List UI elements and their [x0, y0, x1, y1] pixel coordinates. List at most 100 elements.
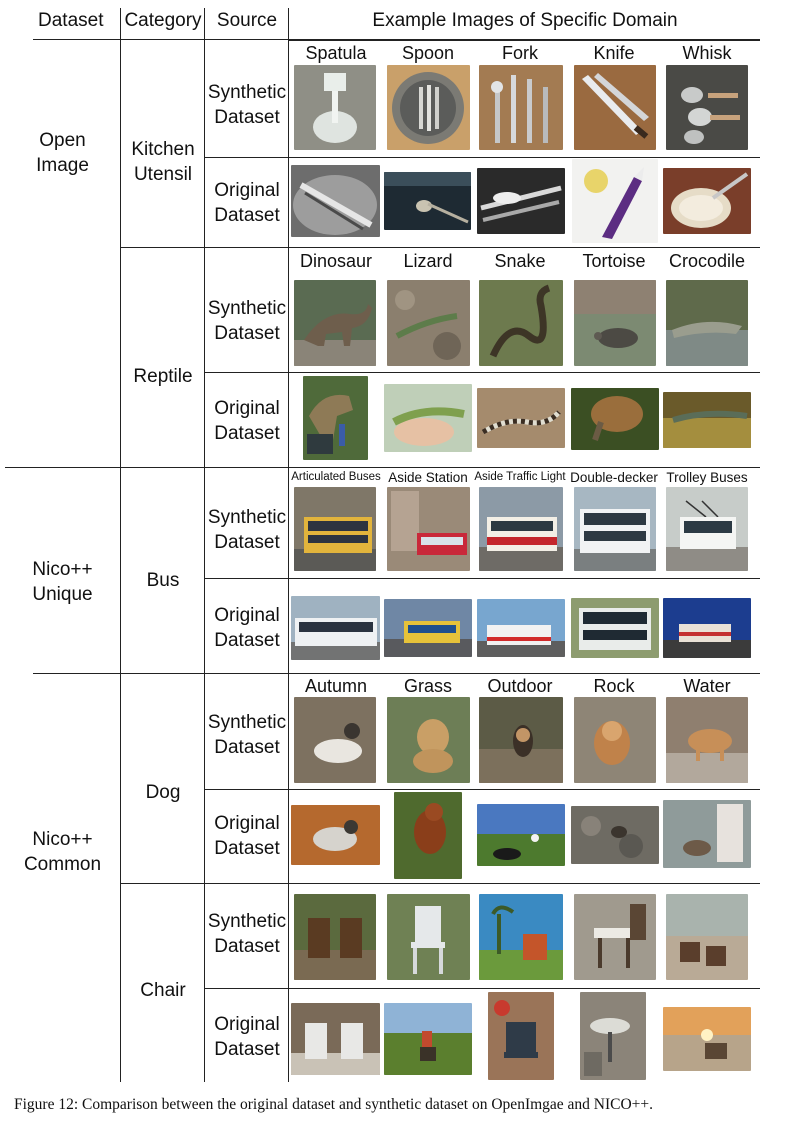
- example-image-snake-synthetic: [479, 280, 563, 366]
- domain-label: Dinosaur: [299, 251, 373, 271]
- domain-label: Water: [683, 676, 731, 696]
- example-image-trolley-buses-original: [663, 598, 751, 658]
- example-image-aside-traffic-light-original: [477, 599, 565, 657]
- example-image-lizard-synthetic: [387, 280, 470, 366]
- example-image-articulated-buses-synthetic: [294, 487, 376, 571]
- source-synthetic: Synthetic Dataset: [207, 298, 287, 344]
- example-image-crocodile-synthetic: [666, 280, 748, 366]
- example-image-tortoise-original: [571, 388, 659, 450]
- rule-kitchen-reptile: [121, 247, 760, 248]
- rule-dog-mid: [205, 789, 760, 790]
- rule-bus-mid: [205, 578, 760, 579]
- domain-label: Tortoise: [582, 251, 646, 271]
- example-image-dinosaur-original: [303, 376, 368, 460]
- source-synthetic: Synthetic Dataset: [207, 82, 287, 128]
- figure-caption: Figure 12: Comparison between the origin…: [14, 1096, 654, 1113]
- rule-reptile-mid: [205, 372, 760, 373]
- rule-dog-chair: [121, 883, 760, 884]
- example-image-outdoor-original: [477, 804, 565, 866]
- example-image-chair-synthetic-1: [294, 894, 376, 980]
- source-original: Original Dataset: [214, 813, 280, 859]
- col-line-1: [120, 8, 121, 1082]
- dataset-nico-unique: Nico++ Unique: [32, 559, 93, 605]
- source-original: Original Dataset: [214, 1014, 280, 1060]
- domain-label: Whisk: [682, 43, 732, 63]
- example-image-aside-station-original: [384, 599, 472, 657]
- header-examples: Example Images of Specific Domain: [372, 10, 678, 31]
- domain-label: Knife: [593, 43, 635, 63]
- domain-label: Grass: [403, 676, 452, 696]
- rule-unique-end: [33, 673, 760, 674]
- example-image-chair-original-5: [663, 1007, 751, 1071]
- category-kitchen-utensil: Kitchen Utensil: [131, 139, 195, 185]
- domain-label: Aside Station: [388, 470, 468, 485]
- example-image-chair-original-4: [580, 992, 646, 1080]
- example-image-fork-synthetic: [479, 65, 563, 150]
- example-image-knife-original: [572, 159, 658, 243]
- example-image-fork-original: [477, 168, 565, 234]
- example-image-water-original: [663, 800, 751, 868]
- example-image-spatula-synthetic: [294, 65, 376, 150]
- example-image-double-decker-original: [571, 598, 659, 658]
- domain-label: Double-decker: [570, 470, 658, 485]
- domain-label: Crocodile: [668, 251, 746, 271]
- domain-label: Snake: [494, 251, 546, 271]
- domain-label: Lizard: [403, 251, 453, 271]
- source-synthetic: Synthetic Dataset: [207, 911, 287, 957]
- example-image-double-decker-synthetic: [574, 487, 656, 571]
- example-image-tortoise-synthetic: [574, 280, 656, 366]
- example-image-aside-traffic-light-synthetic: [479, 487, 563, 571]
- example-image-autumn-synthetic: [294, 697, 376, 783]
- example-image-spoon-original: [384, 172, 471, 230]
- example-image-spoon-synthetic: [387, 65, 470, 150]
- example-image-water-synthetic: [666, 697, 748, 783]
- example-image-spatula-original: [291, 165, 380, 237]
- example-image-aside-station-synthetic: [387, 487, 470, 571]
- col-line-2: [204, 8, 205, 1082]
- source-synthetic: Synthetic Dataset: [207, 712, 287, 758]
- domain-label: Autumn: [304, 676, 368, 696]
- source-original: Original Dataset: [214, 605, 280, 651]
- domain-label: Aside Traffic Light: [474, 471, 566, 483]
- header-source: Source: [216, 10, 278, 31]
- category-dog: Dog: [145, 782, 181, 803]
- example-image-rock-original: [571, 806, 659, 864]
- source-synthetic: Synthetic Dataset: [207, 507, 287, 553]
- domain-label: Rock: [593, 676, 635, 696]
- category-bus: Bus: [146, 570, 180, 591]
- dataset-nico-common: Nico++ Common: [23, 829, 102, 875]
- example-image-articulated-buses-original: [291, 596, 380, 660]
- domain-label: Outdoor: [487, 676, 553, 696]
- example-image-trolley-buses-synthetic: [666, 487, 748, 571]
- rule-openimage-end: [5, 467, 760, 468]
- example-image-grass-original: [394, 792, 462, 879]
- dataset-open-image: Open Image: [36, 130, 89, 176]
- example-image-snake-original: [477, 388, 565, 448]
- example-image-chair-synthetic-4: [574, 894, 656, 980]
- example-image-chair-original-1: [291, 1003, 380, 1075]
- example-image-dinosaur-synthetic: [294, 280, 376, 366]
- rule-header: [289, 40, 760, 41]
- domain-label: Spatula: [305, 43, 367, 63]
- example-image-chair-synthetic-5: [666, 894, 748, 980]
- domain-label: Spoon: [401, 43, 455, 63]
- example-image-outdoor-synthetic: [479, 697, 563, 783]
- rule-top: [33, 39, 760, 40]
- source-original: Original Dataset: [214, 180, 280, 226]
- example-image-chair-synthetic-2: [387, 894, 470, 980]
- domain-label: Trolley Buses: [666, 470, 748, 485]
- col-line-3: [288, 8, 289, 1082]
- example-image-chair-synthetic-3: [479, 894, 563, 980]
- example-image-crocodile-original: [663, 392, 751, 448]
- domain-label: Fork: [502, 43, 538, 63]
- header-dataset: Dataset: [38, 10, 104, 31]
- category-reptile: Reptile: [133, 366, 193, 387]
- source-original: Original Dataset: [214, 398, 280, 444]
- domain-label: Articulated Buses: [291, 471, 381, 483]
- category-chair: Chair: [140, 980, 186, 1001]
- example-image-lizard-original: [384, 384, 472, 452]
- example-image-chair-original-3: [488, 992, 554, 1080]
- header-category: Category: [124, 10, 202, 31]
- example-image-whisk-original: [663, 168, 751, 234]
- example-image-chair-original-2: [384, 1003, 472, 1075]
